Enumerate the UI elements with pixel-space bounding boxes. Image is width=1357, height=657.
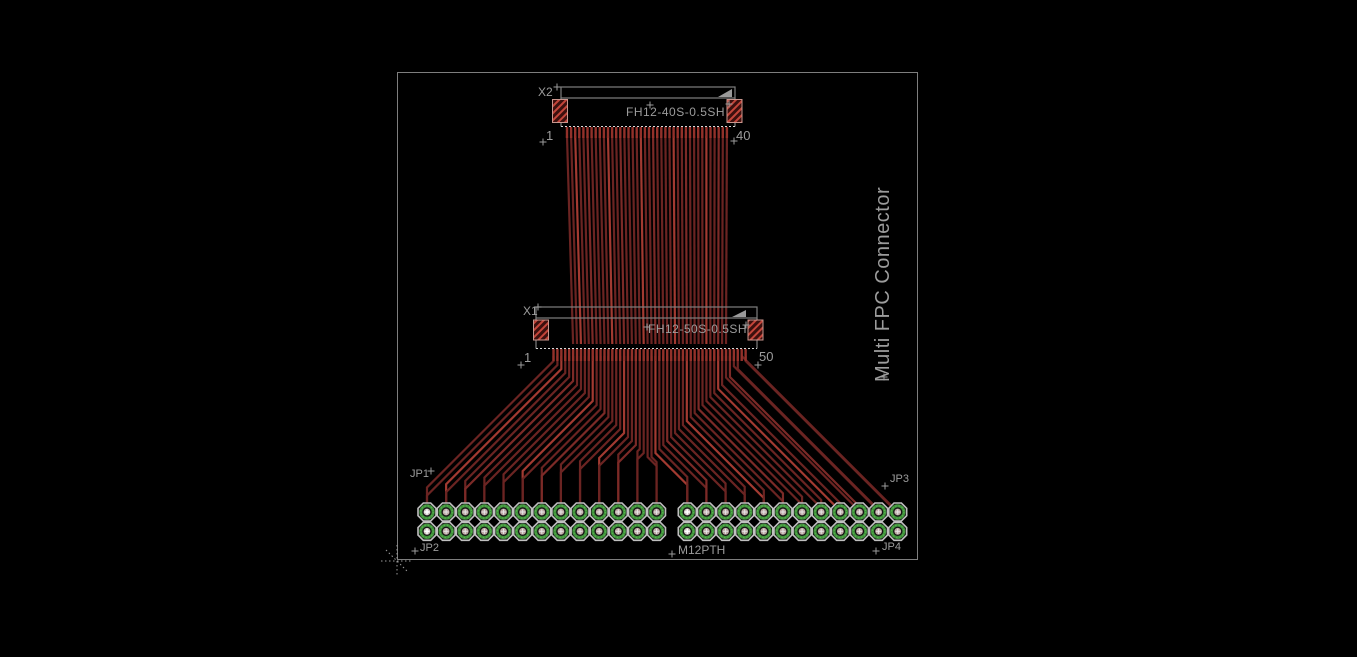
connector-x1-pin50-label: 50 <box>759 349 774 364</box>
connector-x1-ref[interactable]: X1 <box>523 304 538 318</box>
header-pads-left[interactable] <box>417 502 667 542</box>
connector-x2-pin40-label: 40 <box>736 128 751 143</box>
trace-bundle-x2-x1[interactable] <box>565 135 729 345</box>
header-pads-right[interactable] <box>677 502 908 542</box>
mount-pad-right <box>726 99 743 123</box>
header-jp4-ref[interactable]: JP4 <box>882 541 901 553</box>
connector-x2-ref[interactable]: X2 <box>538 85 553 99</box>
header-jp3-ref[interactable]: JP3 <box>890 473 909 485</box>
connector-x2-footprint[interactable] <box>552 86 743 138</box>
text-origin-crosses <box>411 83 889 558</box>
connector-x1-footprint[interactable] <box>533 306 764 361</box>
connector-x1-pin1-label: 1 <box>524 350 532 365</box>
mount-pad-right <box>747 319 764 341</box>
mount-pad-left <box>552 99 568 123</box>
board-title: Multi FPC Connector <box>872 186 894 382</box>
package-label[interactable]: M12PTH <box>678 543 726 557</box>
connector-x2-pin1-label: 1 <box>546 128 554 143</box>
header-jp1-ref[interactable]: JP1 <box>410 468 429 480</box>
connector-x1-value[interactable]: FH12-50S-0.5SH <box>648 322 748 336</box>
board-outline <box>397 72 918 560</box>
connector-x2-value[interactable]: FH12-40S-0.5SH <box>626 105 726 119</box>
header-jp2-ref[interactable]: JP2 <box>420 542 439 554</box>
origin-cross-icon <box>381 545 413 577</box>
mount-pad-left <box>533 319 549 341</box>
